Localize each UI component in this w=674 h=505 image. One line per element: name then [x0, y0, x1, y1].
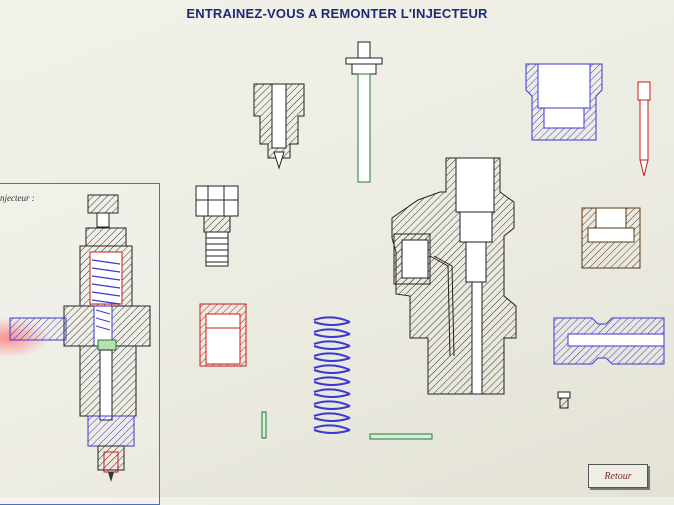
part-nozzle-holder[interactable] — [252, 82, 308, 172]
assembled-injector — [9, 194, 151, 482]
part-spring[interactable] — [310, 314, 356, 440]
part-nozzle-needle[interactable] — [634, 80, 654, 180]
part-spring-seat[interactable] — [198, 302, 250, 370]
part-injector-body[interactable] — [388, 156, 538, 400]
assembly-panel-label: njecteur : — [0, 193, 35, 203]
part-banjo-bolt[interactable] — [194, 184, 242, 270]
part-shim-vertical[interactable] — [260, 410, 268, 440]
part-inlet-connector[interactable] — [552, 316, 668, 368]
part-small-plug[interactable] — [556, 390, 572, 410]
part-cap-nut[interactable] — [524, 62, 604, 146]
retour-button[interactable]: Retour — [588, 464, 648, 488]
part-shim-rod[interactable] — [368, 432, 436, 442]
part-sleeve[interactable] — [580, 206, 644, 272]
page-title: ENTRAINEZ-VOUS A REMONTER L'INJECTEUR — [186, 6, 488, 21]
part-push-rod[interactable] — [344, 40, 384, 186]
